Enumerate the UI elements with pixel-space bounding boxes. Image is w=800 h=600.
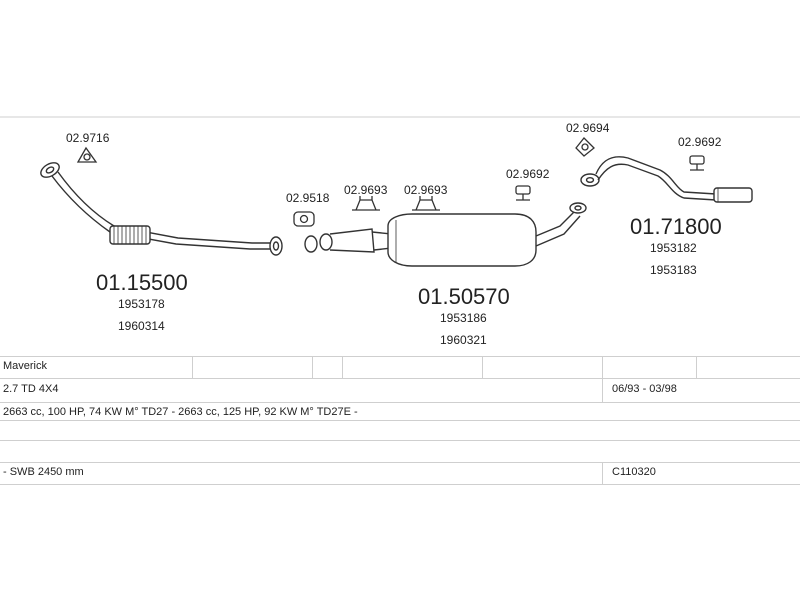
fitting-label-9693b: 02.9693: [404, 183, 448, 197]
table-specs: 2663 cc, 100 HP, 74 KW M° TD27 - 2663 cc…: [3, 406, 358, 418]
fitting-label-9518: 02.9518: [286, 191, 330, 205]
table-rule-5: [0, 440, 800, 441]
table-rule-4: [0, 420, 800, 421]
table-rule-3: [0, 402, 800, 403]
table-vrule-7: [602, 462, 603, 484]
part-code-front: 01.15500: [96, 270, 188, 295]
middle-silencer[interactable]: [304, 202, 587, 267]
gasket-9694-icon[interactable]: [575, 137, 595, 157]
table-model: Maverick: [3, 360, 48, 372]
fitting-label-9692a: 02.9692: [506, 167, 550, 181]
hanger-9692a-icon[interactable]: [515, 185, 531, 201]
table-catalog-code: C110320: [612, 466, 656, 478]
table-vrule-1: [192, 356, 193, 378]
table-engine: 2.7 TD 4X4: [3, 383, 59, 395]
fitting-label-9694: 02.9694: [566, 121, 610, 135]
table-vrule-5: [602, 356, 603, 402]
fitting-label-9716: 02.9716: [66, 131, 110, 145]
part-code-middle: 01.50570: [418, 284, 510, 309]
part-code-rear: 01.71800: [630, 214, 722, 239]
hanger-9693a-icon[interactable]: [352, 196, 380, 211]
part-ref-front-1: 1953178: [118, 297, 165, 311]
table-rule-6: [0, 462, 800, 463]
table-rule-2: [0, 378, 800, 379]
table-rule-7: [0, 484, 800, 485]
fitting-label-9693a: 02.9693: [344, 183, 388, 197]
rear-pipe[interactable]: [580, 156, 753, 203]
part-ref-rear-2: 1953183: [650, 263, 697, 277]
table-vrule-2: [312, 356, 313, 378]
table-rule-1: [0, 356, 800, 357]
fitting-label-9692b: 02.9692: [678, 135, 722, 149]
gasket-9518-icon[interactable]: [293, 211, 315, 227]
hanger-9692b-icon[interactable]: [689, 155, 705, 171]
table-vrule-4: [482, 356, 483, 378]
table-vrule-6: [696, 356, 697, 378]
hanger-9693b-icon[interactable]: [412, 196, 440, 211]
table-years: 06/93 - 03/98: [612, 383, 677, 395]
table-vrule-3: [342, 356, 343, 378]
part-ref-rear-1: 1953182: [650, 241, 697, 255]
part-ref-front-2: 1960314: [118, 319, 165, 333]
part-ref-middle-1: 1953186: [440, 311, 487, 325]
table-wheelbase: - SWB 2450 mm: [3, 466, 84, 478]
part-ref-middle-2: 1960321: [440, 333, 487, 347]
front-pipe[interactable]: [38, 160, 283, 256]
gasket-9716-icon[interactable]: [76, 146, 98, 163]
